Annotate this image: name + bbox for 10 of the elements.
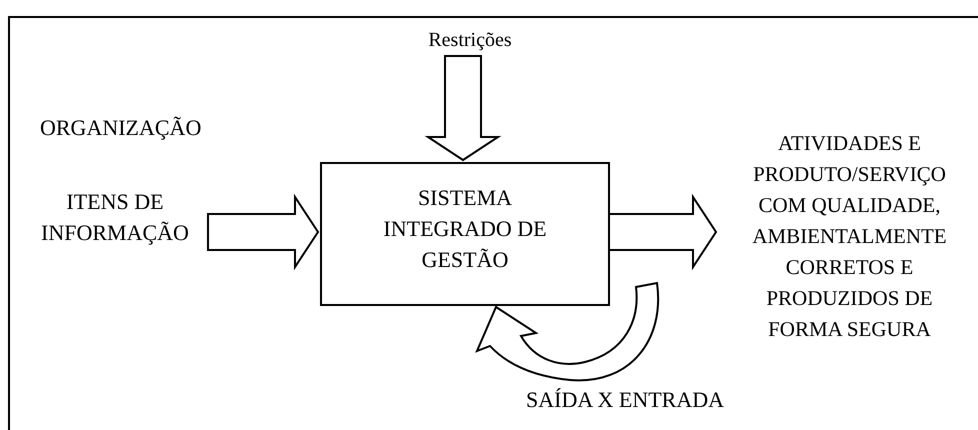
block-arrow: [607, 194, 718, 270]
node-text: Restrições: [402, 26, 538, 58]
process-box: SISTEMA INTEGRADO DE GESTÃO: [320, 162, 610, 306]
frame-heading: ORGANIZAÇÃO: [40, 114, 202, 142]
curved-block-arrow: [476, 282, 660, 382]
node-text: ATIVIDADES E PRODUTO/SERVIÇO COM QUALIDADE, AMBIENTALMENTE CORRETOS E PRODUZIDOS DE FORMA SEGURA: [718, 128, 978, 348]
block-arrow: [424, 55, 502, 162]
organization-frame: [8, 16, 978, 430]
node-text: ITENS DE INFORMAÇÃO: [20, 186, 210, 252]
block-arrow: [207, 194, 320, 270]
